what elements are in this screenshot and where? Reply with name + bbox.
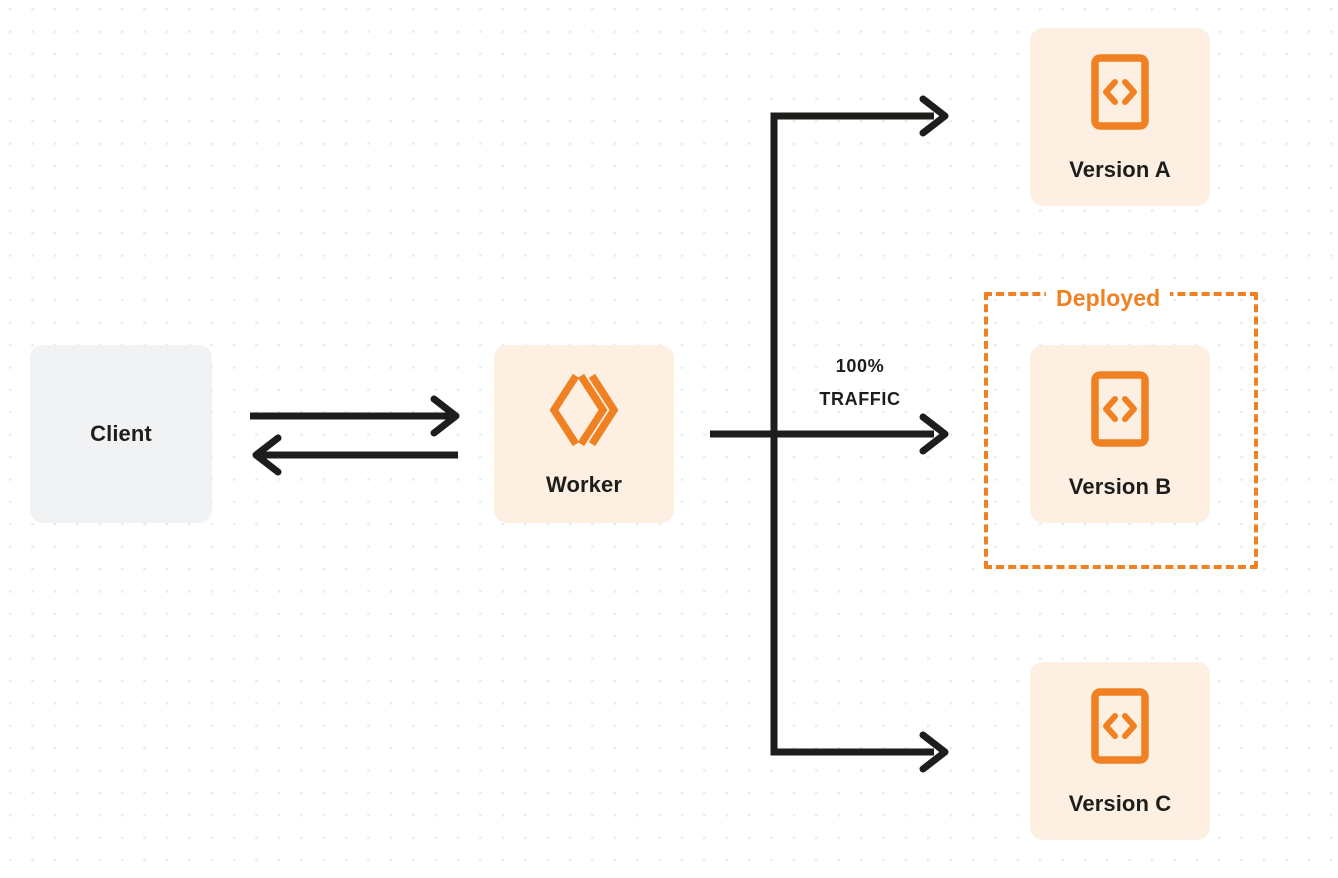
connector-client-to-worker bbox=[250, 395, 460, 437]
connector-worker-to-version-c bbox=[771, 731, 949, 773]
cloudflare-workers-logo-icon bbox=[545, 373, 623, 452]
node-worker[interactable]: Worker bbox=[494, 345, 674, 523]
connector-worker-to-version-a bbox=[771, 95, 949, 137]
version-b-label: Version B bbox=[1068, 473, 1172, 499]
deployed-badge: Deployed bbox=[1046, 285, 1171, 311]
code-brackets-icon bbox=[1091, 687, 1149, 769]
worker-label: Worker bbox=[546, 471, 622, 497]
node-client[interactable]: Client bbox=[30, 345, 212, 523]
connector-worker-to-version-b bbox=[710, 413, 949, 455]
node-version-b[interactable]: Version B bbox=[1030, 345, 1210, 523]
code-brackets-icon bbox=[1091, 370, 1149, 452]
connector-worker-to-client bbox=[252, 434, 458, 476]
traffic-label: 100% TRAFFIC bbox=[790, 350, 930, 416]
client-label: Client bbox=[90, 421, 152, 446]
code-brackets-icon bbox=[1091, 53, 1149, 135]
node-version-a[interactable]: Version A bbox=[1030, 28, 1210, 206]
node-version-c[interactable]: Version C bbox=[1030, 662, 1210, 840]
traffic-word-text: TRAFFIC bbox=[819, 389, 901, 409]
traffic-percent-text: 100% bbox=[835, 356, 885, 376]
version-a-label: Version A bbox=[1069, 156, 1171, 182]
version-c-label: Version C bbox=[1068, 790, 1172, 816]
